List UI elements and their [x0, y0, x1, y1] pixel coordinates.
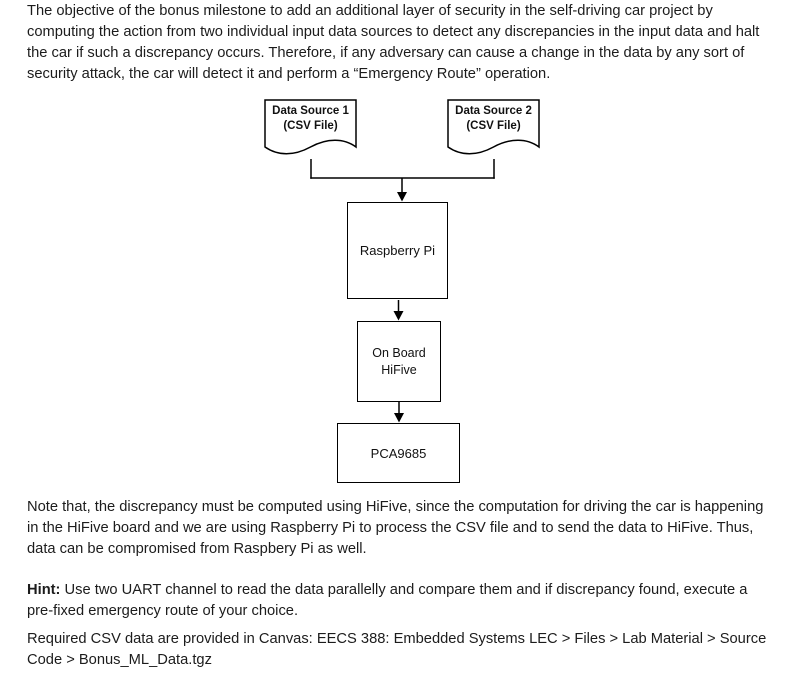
node-raspberry-pi: Raspberry Pi [347, 202, 448, 299]
pca9685-label: PCA9685 [370, 445, 427, 461]
intro-paragraph: The objective of the bonus milestone to … [27, 3, 760, 82]
hint-text: Use two UART channel to read the data pa… [27, 582, 748, 619]
note-paragraph: Note that, the discrepancy must be compu… [27, 499, 764, 557]
node-data-source-1: Data Source 1 (CSV File) [264, 99, 357, 161]
node-onboard-hifive: On Board HiFive [357, 321, 441, 402]
hifive-label-line1: On Board [372, 345, 426, 360]
raspberry-pi-label: Raspberry Pi [359, 243, 436, 258]
hifive-label-line2: HiFive [381, 362, 417, 377]
node-data-source-2: Data Source 2 (CSV File) [447, 99, 540, 161]
node-pca9685: PCA9685 [337, 423, 460, 483]
document-shape-icon [264, 99, 357, 155]
hint-paragraph: Hint: Use two UART channel to read the d… [27, 580, 772, 622]
arrowhead-to-pca9685 [394, 413, 404, 423]
data-source-1-title: Data Source 1 [272, 105, 349, 117]
hint-label: Hint: [27, 582, 61, 598]
data-source-2-subtitle: (CSV File) [466, 120, 521, 132]
document-shape-icon [447, 99, 540, 155]
arrowhead-to-raspberry-pi [397, 192, 407, 202]
data-source-1-subtitle: (CSV File) [283, 120, 338, 132]
resources-paragraph: Required CSV data are provided in Canvas… [27, 631, 767, 668]
arrowhead-to-hifive [393, 311, 404, 321]
data-source-2-title: Data Source 2 [455, 105, 532, 117]
